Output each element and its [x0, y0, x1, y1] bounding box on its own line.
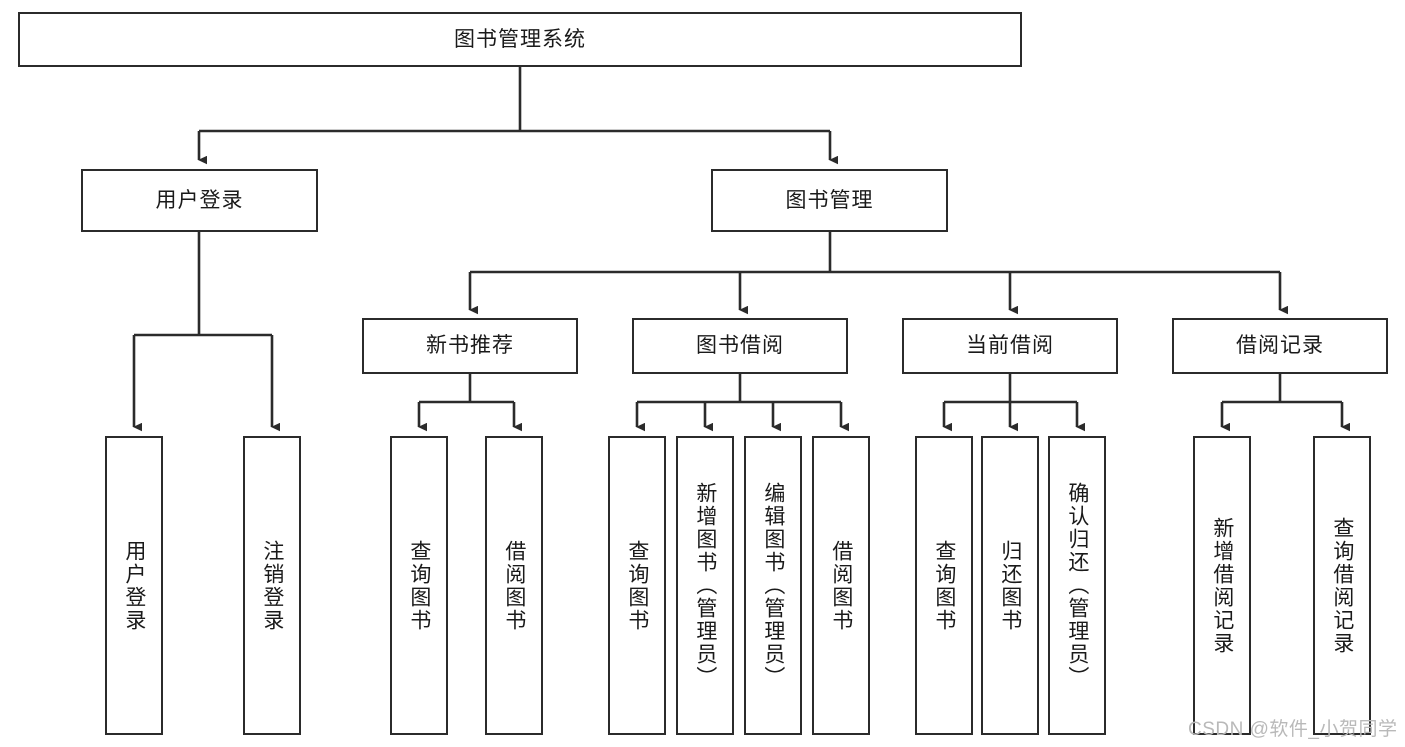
node-borrow-record[interactable]: 借阅记录: [1172, 318, 1388, 374]
node-current-borrow[interactable]: 当前借阅: [902, 318, 1118, 374]
node-label: 查询图书: [407, 539, 431, 632]
node-book-management[interactable]: 图书管理: [711, 169, 948, 232]
leaf-borrow-borrow-book[interactable]: 借阅图书: [812, 436, 870, 735]
node-label: 借阅记录: [1236, 334, 1324, 358]
node-label: 新增借阅记录: [1210, 516, 1234, 655]
leaf-borrow-add-book[interactable]: 新增图书（管理员）: [676, 436, 734, 735]
node-label: 图书管理系统: [454, 27, 586, 51]
leaf-record-add-record[interactable]: 新增借阅记录: [1193, 436, 1251, 735]
node-book-borrow[interactable]: 图书借阅: [632, 318, 848, 374]
leaf-borrow-edit-book[interactable]: 编辑图书（管理员）: [744, 436, 802, 735]
node-label: 新增图书（管理员）: [693, 482, 717, 689]
node-label: 图书管理: [785, 188, 874, 212]
node-label: 借阅图书: [829, 539, 853, 632]
leaf-current-return-book[interactable]: 归还图书: [981, 436, 1039, 735]
node-label: 查询借阅记录: [1330, 516, 1354, 655]
leaf-borrow-query-book[interactable]: 查询图书: [608, 436, 666, 735]
leaf-recommend-borrow-book[interactable]: 借阅图书: [485, 436, 543, 735]
node-label: 查询图书: [932, 539, 956, 632]
node-label: 确认归还（管理员）: [1065, 482, 1089, 689]
node-user-login[interactable]: 用户登录: [81, 169, 318, 232]
node-label: 用户登录: [155, 188, 244, 212]
node-root-system[interactable]: 图书管理系统: [18, 12, 1022, 67]
node-label: 查询图书: [625, 539, 649, 632]
leaf-user-login-logout[interactable]: 注销登录: [243, 436, 301, 735]
node-label: 当前借阅: [966, 334, 1054, 358]
leaf-current-query-book[interactable]: 查询图书: [915, 436, 973, 735]
leaf-record-query-record[interactable]: 查询借阅记录: [1313, 436, 1371, 735]
leaf-current-confirm-return[interactable]: 确认归还（管理员）: [1048, 436, 1106, 735]
node-label: 编辑图书（管理员）: [761, 482, 785, 689]
node-label: 新书推荐: [426, 334, 514, 358]
node-new-book-recommend[interactable]: 新书推荐: [362, 318, 578, 374]
node-label: 注销登录: [260, 539, 284, 632]
node-label: 借阅图书: [502, 539, 526, 632]
watermark-csdn: CSDN @软件_小贺同学: [1188, 719, 1398, 740]
node-label: 用户登录: [122, 539, 146, 632]
node-label: 图书借阅: [696, 334, 784, 358]
leaf-user-login-login[interactable]: 用户登录: [105, 436, 163, 735]
node-label: 归还图书: [998, 539, 1022, 632]
leaf-recommend-query-book[interactable]: 查询图书: [390, 436, 448, 735]
